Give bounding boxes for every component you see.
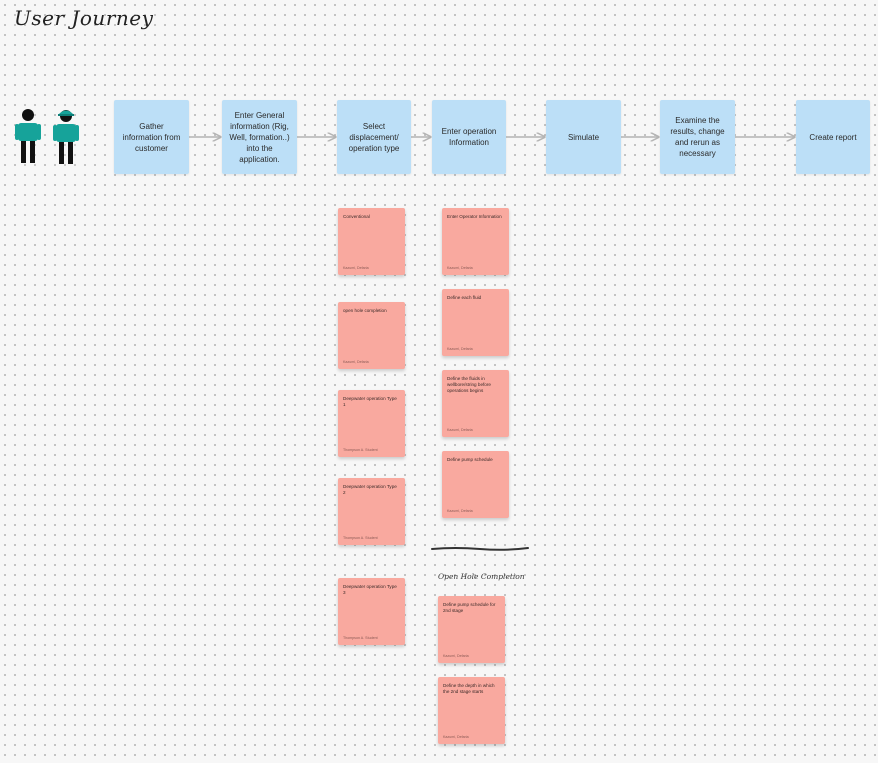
sticky-text: open hole completion	[343, 308, 387, 313]
step-label: Gather information from customer	[122, 121, 181, 153]
sticky-note[interactable]: Define each fluid Kazumi, Defaria	[442, 289, 509, 356]
sticky-note[interactable]: Deepwater operation Type 2 Thompson A. S…	[338, 478, 405, 545]
section-label-open-hole: Open Hole Completion	[438, 572, 525, 581]
sticky-note[interactable]: Define pump schedule Kazumi, Defaria	[442, 451, 509, 518]
step-label: Examine the results, change and rerun as…	[670, 116, 725, 158]
step-label: Select displacement/ operation type	[348, 121, 400, 153]
sticky-note[interactable]: Conventional Kazumi, Defaria	[338, 208, 405, 275]
step-select-operation-type[interactable]: Select displacement/ operation type	[337, 100, 411, 174]
step-label: Create report	[809, 132, 857, 142]
step-label: Simulate	[567, 132, 600, 142]
sticky-note[interactable]: Deepwater operation Type 3 Thompson A. S…	[338, 578, 405, 645]
section-divider	[431, 547, 529, 551]
helmet-worker-icon	[53, 110, 79, 164]
sticky-text: Deepwater operation Type 3	[343, 584, 397, 595]
sticky-text: Define each fluid	[447, 295, 482, 300]
sticky-text: Enter Operator Information	[447, 214, 502, 219]
sticky-note[interactable]: Define the depth in which the 2nd stage …	[438, 677, 505, 744]
step-simulate[interactable]: Simulate	[546, 100, 621, 174]
sticky-author: Thompson A. Student	[343, 536, 378, 540]
step-enter-general-information[interactable]: Enter General information (Rig, Well, fo…	[222, 100, 297, 174]
sticky-author: Kazumi, Defaria	[343, 360, 369, 364]
sticky-author: Kazumi, Defaria	[447, 266, 473, 270]
sticky-text: Conventional	[343, 214, 370, 219]
sticky-text: Define pump schedule for 2nd stage	[443, 602, 496, 613]
sticky-author: Kazumi, Defaria	[447, 509, 473, 513]
sticky-note[interactable]: open hole completion Kazumi, Defaria	[338, 302, 405, 369]
sticky-text: Define pump schedule	[447, 457, 493, 462]
sticky-author: Kazumi, Defaria	[443, 654, 469, 658]
sticky-note[interactable]: Define the fluids in wellbore/string bef…	[442, 370, 509, 437]
sticky-note[interactable]: Enter Operator Information Kazumi, Defar…	[442, 208, 509, 275]
sticky-author: Kazumi, Defaria	[343, 266, 369, 270]
sticky-author: Thompson A. Student	[343, 636, 378, 640]
step-label: Enter operation Information	[441, 127, 497, 147]
sticky-text: Define the depth in which the 2nd stage …	[443, 683, 495, 694]
person-icon	[15, 109, 41, 163]
step-label: Enter General information (Rig, Well, fo…	[229, 110, 290, 164]
sticky-text: Deepwater operation Type 1	[343, 396, 397, 407]
step-gather-information[interactable]: Gather information from customer	[114, 100, 189, 174]
flow-arrows	[189, 0, 878, 200]
sticky-author: Kazumi, Defaria	[447, 347, 473, 351]
sticky-text: Deepwater operation Type 2	[343, 484, 397, 495]
step-enter-operation-information[interactable]: Enter operation Information	[432, 100, 506, 174]
step-examine-results[interactable]: Examine the results, change and rerun as…	[660, 100, 735, 174]
board-title: User Journey	[14, 6, 154, 30]
sticky-note[interactable]: Deepwater operation Type 1 Thompson A. S…	[338, 390, 405, 457]
sticky-author: Thompson A. Student	[343, 448, 378, 452]
step-create-report[interactable]: Create report	[796, 100, 870, 174]
sticky-note[interactable]: Define pump schedule for 2nd stage Kazum…	[438, 596, 505, 663]
sticky-text: Define the fluids in wellbore/string bef…	[447, 376, 491, 393]
sticky-author: Kazumi, Defaria	[447, 428, 473, 432]
sticky-author: Kazumi, Defaria	[443, 735, 469, 739]
